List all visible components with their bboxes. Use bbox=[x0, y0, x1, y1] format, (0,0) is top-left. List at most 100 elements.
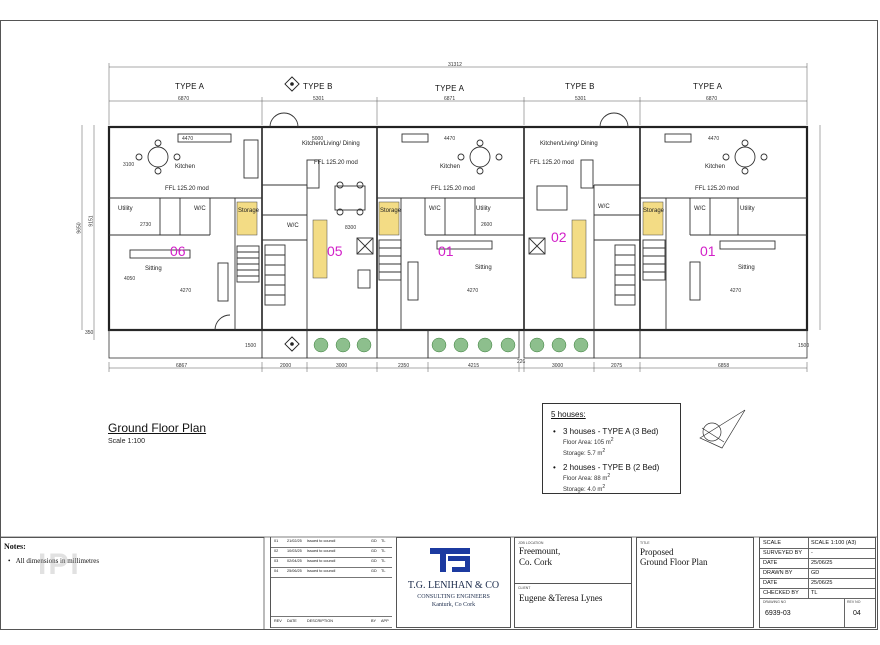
bottom-dimension: 2350 bbox=[398, 363, 410, 369]
type-label: TYPE B bbox=[303, 82, 333, 91]
room-dimension: 4470 bbox=[182, 136, 194, 142]
drawing-title: Proposed Ground Floor Plan bbox=[640, 547, 708, 567]
revision-number: 04 bbox=[853, 610, 861, 617]
right-dimension: 1500 bbox=[245, 343, 257, 349]
room-label-wc: W/C bbox=[694, 206, 706, 212]
width-dimension: 5301 bbox=[313, 96, 325, 102]
unit-number: 02 bbox=[551, 229, 567, 245]
width-dimension: 5301 bbox=[575, 96, 587, 102]
info-row: SURVEYED BY- bbox=[760, 548, 875, 559]
left-dimension: 9151 bbox=[88, 215, 95, 227]
ffl-label: FFL 125.20 mod bbox=[165, 186, 209, 192]
room-label-storage: Storage bbox=[380, 208, 402, 214]
room-dimension: 3100 bbox=[123, 162, 135, 168]
ffl-label: FFL 125.20 mod bbox=[530, 160, 574, 166]
room-label-wc: W/C bbox=[598, 204, 610, 210]
room-label-wc: W/C bbox=[429, 206, 441, 212]
room-label-storage: Storage bbox=[238, 208, 260, 214]
summary-item-storage: Storage: 5.7 m2 bbox=[563, 448, 606, 457]
room-dimension: 2600 bbox=[481, 222, 493, 228]
room-label-kitchen: Kitchen bbox=[175, 164, 196, 170]
room-dimension: 4470 bbox=[444, 136, 456, 142]
title-tag: TITLE bbox=[640, 541, 650, 545]
room-label-utility: Utility bbox=[118, 206, 133, 212]
bottom-dimension: 3000 bbox=[336, 363, 348, 369]
room-dimension: 4270 bbox=[180, 288, 192, 294]
notes-item: • All dimensions in millimetres bbox=[8, 557, 100, 565]
room-dimension: 8300 bbox=[345, 225, 357, 231]
width-dimension: 6870 bbox=[178, 96, 190, 102]
job-location-tag: JOB LOCATION bbox=[518, 541, 544, 545]
room-label-sitting: Sitting bbox=[145, 266, 162, 272]
ffl-label: FFL 125.20 mod bbox=[431, 186, 475, 192]
room-dimension: 4470 bbox=[708, 136, 720, 142]
left-dimension: 9650 bbox=[76, 222, 83, 234]
firm-subtitle: CONSULTING ENGINEERS bbox=[417, 594, 490, 600]
room-dimension: 2730 bbox=[140, 222, 152, 228]
room-label-kitchen-living: Kitchen/Living/ Dining bbox=[302, 141, 360, 147]
notes-panel: Notes: • All dimensions in millimetres bbox=[0, 537, 264, 630]
room-label-sitting: Sitting bbox=[475, 265, 492, 271]
unit-number: 01 bbox=[438, 243, 454, 259]
room-label-utility: Utility bbox=[740, 206, 755, 212]
summary-item-title: 2 houses - TYPE B (2 Bed) bbox=[563, 463, 660, 472]
house-summary-box: 5 houses: • 3 houses - TYPE A (3 Bed) Fl… bbox=[542, 403, 681, 494]
job-location: Freemount, Co. Cork bbox=[519, 546, 561, 567]
room-label-wc: W/C bbox=[287, 223, 299, 229]
plan-title: Ground Floor Plan bbox=[108, 421, 207, 435]
summary-item-area: Floor Area: 105 m2 bbox=[563, 437, 614, 446]
unit-number: 05 bbox=[327, 243, 343, 259]
unit-number: 06 bbox=[170, 243, 186, 259]
bottom-dimension: 6867 bbox=[176, 363, 188, 369]
firm-logo-block: T.G. LENIHAN & CO CONSULTING ENGINEERS K… bbox=[396, 537, 511, 628]
room-dimension: 4270 bbox=[467, 288, 479, 294]
bottom-dimension: 4215 bbox=[468, 363, 480, 369]
watermark-logo: IPI bbox=[38, 548, 81, 581]
drawing-sheet bbox=[0, 20, 878, 630]
bottom-dimension: 6858 bbox=[718, 363, 730, 369]
overall-dimension: 31312 bbox=[448, 62, 462, 68]
drawing-number-area: DRAWING NO 6939-03 REV NO 04 bbox=[760, 598, 875, 627]
job-details-block: JOB LOCATION Freemount, Co. Cork CLIENT … bbox=[514, 537, 632, 628]
room-dimension: 5000 bbox=[312, 136, 324, 142]
room-label-kitchen: Kitchen bbox=[705, 164, 726, 170]
type-label: TYPE A bbox=[175, 82, 205, 91]
drawing-title-block: TITLE Proposed Ground Floor Plan bbox=[636, 537, 754, 628]
rev-no-tag: REV NO bbox=[847, 600, 861, 604]
ffl-label: FFL 125.20 mod bbox=[695, 186, 739, 192]
room-label-kitchen-living: Kitchen/Living/ Dining bbox=[540, 141, 598, 147]
notes-heading: Notes: bbox=[4, 542, 26, 551]
bottom-dimension: 2075 bbox=[611, 363, 623, 369]
type-label: TYPE A bbox=[693, 82, 723, 91]
type-label: TYPE B bbox=[565, 82, 595, 91]
summary-item: • 2 houses - TYPE B (2 Bed) Floor Area: … bbox=[551, 463, 672, 494]
summary-item-storage: Storage: 4.0 m2 bbox=[563, 484, 606, 493]
room-label-sitting: Sitting bbox=[738, 265, 755, 271]
left-dimension: 350 bbox=[85, 330, 94, 336]
client-name: Eugene &Teresa Lynes bbox=[519, 593, 603, 603]
room-label-kitchen: Kitchen bbox=[440, 164, 461, 170]
bottom-dimension: 226 bbox=[517, 359, 526, 365]
firm-location: Kanturk, Co Cork bbox=[431, 602, 476, 608]
room-dimension: 4270 bbox=[730, 288, 742, 294]
room-label-wc: W/C bbox=[194, 206, 206, 212]
summary-item: • 3 houses - TYPE A (3 Bed) Floor Area: … bbox=[551, 427, 672, 458]
summary-item-title: 3 houses - TYPE A (3 Bed) bbox=[563, 427, 659, 436]
drawing-number: 6939-03 bbox=[765, 610, 791, 617]
drawing-no-tag: DRAWING NO bbox=[763, 600, 787, 604]
bottom-dimension: 3000 bbox=[552, 363, 564, 369]
room-label-utility: Utility bbox=[476, 206, 491, 212]
